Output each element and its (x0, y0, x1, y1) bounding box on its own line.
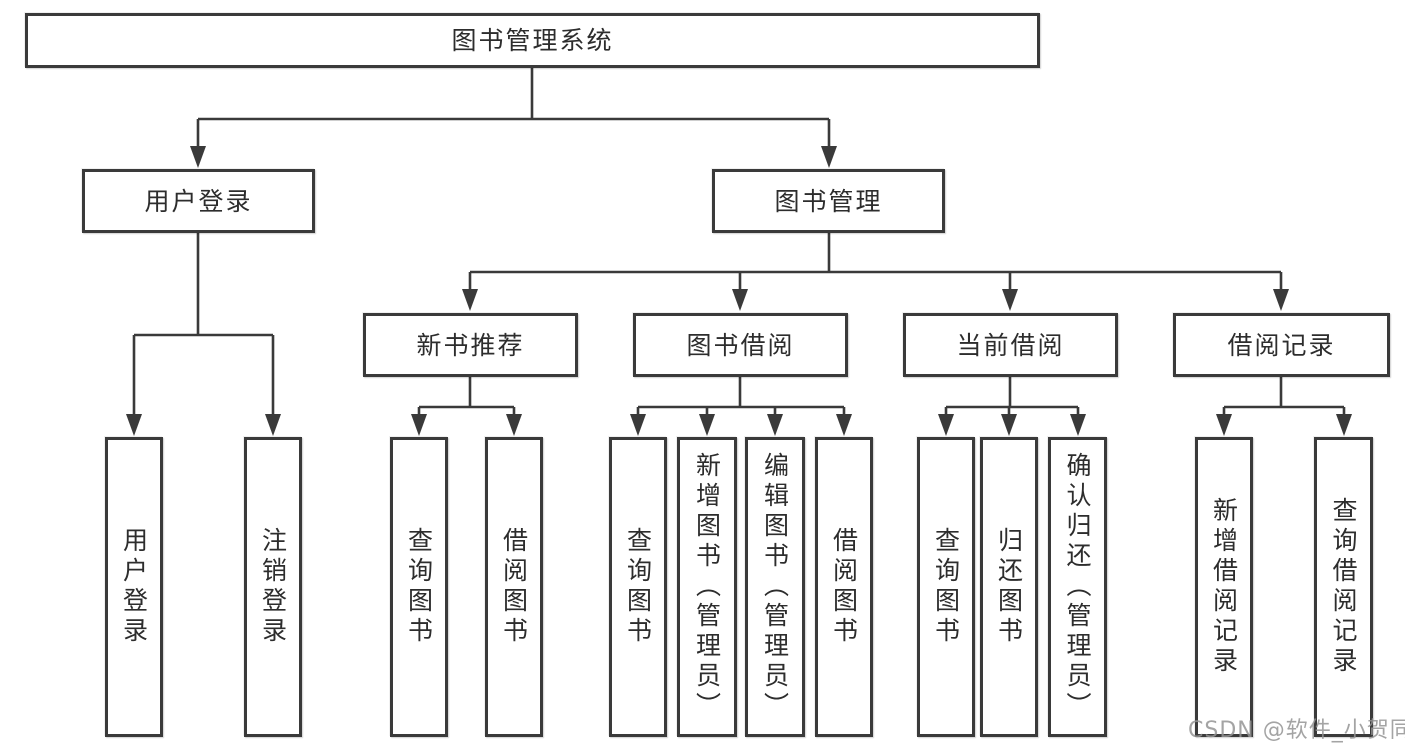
leaf-label: 查询图书 (623, 527, 653, 647)
leaf-label: 查询图书 (404, 527, 434, 647)
leaf-label: 编辑图书（管理员） (760, 452, 790, 722)
node-current-borrowing-label: 当前借阅 (956, 330, 1065, 360)
node-leaf-edit-book-admin: 编辑图书（管理员） (745, 437, 805, 737)
node-borrowing-records-label: 借阅记录 (1227, 330, 1336, 360)
csdn-watermark: CSDN @软件_小贺同学 (1188, 718, 1405, 743)
node-book-borrowing-label: 图书借阅 (686, 330, 795, 360)
node-book-management: 图书管理 (712, 169, 945, 233)
node-book-borrowing: 图书借阅 (633, 313, 848, 377)
arrowheads (126, 146, 1352, 436)
node-current-borrowing: 当前借阅 (903, 313, 1118, 377)
leaf-label: 借阅图书 (499, 527, 529, 647)
node-user-login-label: 用户登录 (144, 186, 253, 216)
leaf-label: 用户登录 (119, 527, 149, 647)
leaf-label: 借阅图书 (829, 527, 859, 647)
leaf-label: 新增图书（管理员） (692, 452, 722, 722)
leaf-label: 注销登录 (258, 527, 288, 647)
node-borrowing-records: 借阅记录 (1173, 313, 1390, 377)
node-leaf-user-login: 用户登录 (105, 437, 163, 737)
node-new-book-recommend: 新书推荐 (363, 313, 578, 377)
leaf-label: 查询图书 (931, 527, 961, 647)
leaf-label: 新增借阅记录 (1209, 497, 1239, 677)
node-leaf-query-books-2: 查询图书 (609, 437, 667, 737)
node-leaf-query-books-3: 查询图书 (917, 437, 975, 737)
node-leaf-query-borrow-record: 查询借阅记录 (1314, 437, 1373, 737)
node-new-book-recommend-label: 新书推荐 (416, 330, 525, 360)
leaf-label: 归还图书 (994, 527, 1024, 647)
leaf-label: 确认归还（管理员） (1063, 452, 1092, 722)
node-leaf-logout: 注销登录 (244, 437, 302, 737)
node-leaf-add-borrow-record: 新增借阅记录 (1195, 437, 1253, 737)
node-root: 图书管理系统 (25, 13, 1040, 68)
leaf-label: 查询借阅记录 (1329, 497, 1358, 677)
node-leaf-confirm-return-admin: 确认归还（管理员） (1048, 437, 1107, 737)
node-leaf-borrow-books-1: 借阅图书 (485, 437, 543, 737)
node-leaf-query-books-1: 查询图书 (390, 437, 448, 737)
node-leaf-add-book-admin: 新增图书（管理员） (677, 437, 737, 737)
node-root-label: 图书管理系统 (451, 26, 614, 55)
node-user-login: 用户登录 (82, 169, 315, 233)
node-leaf-borrow-books-2: 借阅图书 (815, 437, 873, 737)
node-leaf-return-books: 归还图书 (980, 437, 1038, 737)
node-book-management-label: 图书管理 (774, 186, 883, 216)
